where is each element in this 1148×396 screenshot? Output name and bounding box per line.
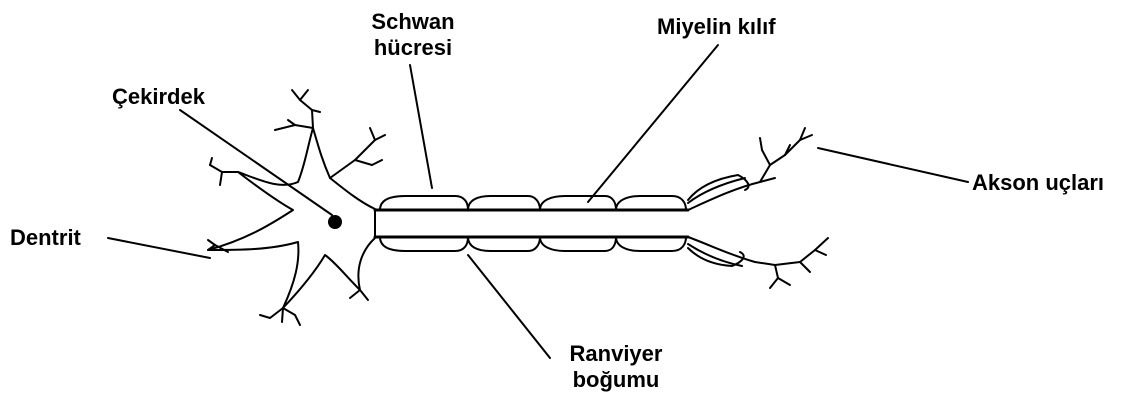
- label-schwan-line1: Schwan: [358, 9, 468, 35]
- label-ranviyer: Ranviyer boğumu: [556, 341, 676, 393]
- label-schwan-line2: hücresi: [358, 35, 468, 61]
- label-ranviyer-line2: boğumu: [556, 367, 676, 393]
- nucleus: [328, 215, 342, 229]
- label-akson-text: Akson uçları: [972, 170, 1104, 196]
- leader-cekirdek: [180, 110, 332, 215]
- label-dentrit-text: Dentrit: [10, 225, 81, 251]
- label-miyelin: Miyelin kılıf: [657, 14, 776, 40]
- label-schwan: Schwan hücresi: [358, 9, 468, 61]
- label-akson: Akson uçları: [972, 170, 1104, 196]
- label-ranviyer-line1: Ranviyer: [556, 341, 676, 367]
- label-cekirdek-text: Çekirdek: [112, 84, 205, 110]
- axon-terminals: [688, 128, 828, 288]
- leader-dentrit: [108, 238, 210, 258]
- leader-ranviyer: [468, 255, 550, 358]
- leader-akson: [818, 148, 968, 182]
- cell-body: [208, 128, 375, 308]
- leader-schwan: [410, 65, 432, 188]
- myelin-segments: [380, 196, 686, 251]
- label-dentrit: Dentrit: [10, 225, 81, 251]
- leader-miyelin: [588, 45, 718, 202]
- label-miyelin-text: Miyelin kılıf: [657, 14, 776, 40]
- label-cekirdek: Çekirdek: [112, 84, 205, 110]
- axon: [375, 210, 688, 237]
